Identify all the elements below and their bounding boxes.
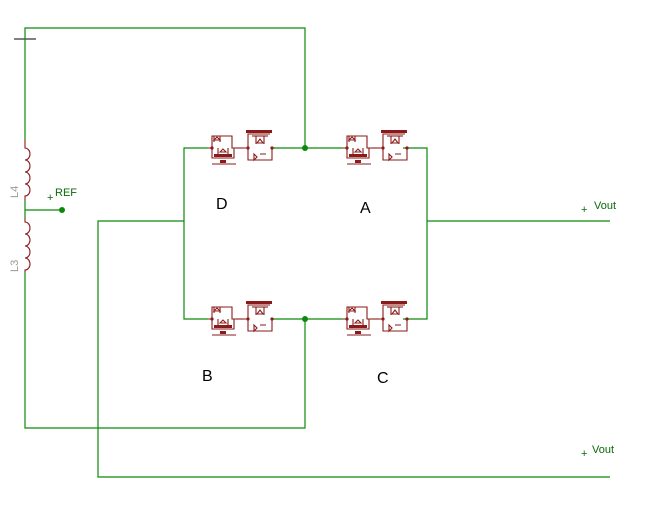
net-plus-vout-bottom: + [581,448,587,460]
label-switch-a: A [360,200,371,217]
label-vout-bottom: Vout [592,444,614,456]
junction-bottom [302,316,308,322]
label-ref: REF [55,187,77,199]
label-l4: L4 [9,186,21,198]
switch-c[interactable] [343,301,409,336]
label-l3: L3 [9,260,21,272]
label-switch-b: B [202,368,213,385]
net-plus-vout-top: + [581,204,587,216]
wire-bridge-right [403,147,428,320]
junction-top [302,145,308,151]
net-plus-ref: + [47,192,53,204]
wires [24,27,610,478]
wire-vout-bottom [97,220,610,478]
wire-bridge-left [183,147,208,320]
switch-a[interactable] [343,130,409,165]
switch-devices [208,130,409,336]
label-vout-top: Vout [594,200,616,212]
wire-top-loop [24,27,306,148]
junction-ref [59,207,65,213]
label-switch-c: C [377,370,389,387]
switch-b[interactable] [208,301,274,336]
switch-d[interactable] [208,130,274,165]
label-switch-d: D [216,196,228,213]
inductor-l3[interactable] [24,218,31,272]
inductor-l4[interactable] [24,140,31,200]
wire-bottom-loop [24,272,306,429]
